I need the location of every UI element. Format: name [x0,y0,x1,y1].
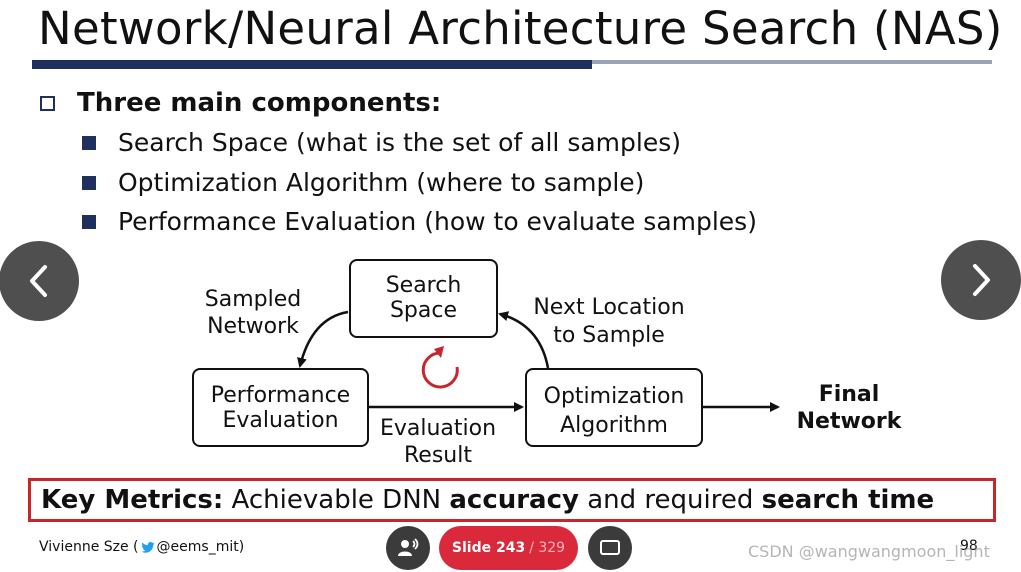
evaluation-line2: Result [404,443,472,468]
final-line1: Final [818,382,880,407]
bullet-item: Optimization Algorithm (where to sample) [82,168,644,197]
previous-slide-button[interactable] [0,241,79,321]
key-metrics-search-time: search time [761,485,935,515]
square-bullet-icon [82,175,96,190]
optimization-algorithm-box [525,368,703,447]
sampled-line1: Sampled [204,287,302,312]
fullscreen-button[interactable] [588,526,632,570]
search-space-line1: Search [385,273,462,298]
final-line2: Network [796,409,902,434]
screen-icon [600,540,620,555]
optimization-algorithm-label: Optimization Algorithm [525,382,703,440]
bullet-text: Performance Evaluation (how to evaluate … [118,207,757,236]
square-bullet-icon [82,214,96,229]
final-network-label: Final Network [790,381,908,435]
next-location-line2: to Sample [553,323,665,348]
speaker-icon [398,538,419,556]
cycle-icon [421,346,459,389]
twitter-handle: @eems_mit) [156,539,245,555]
next-location-line1: Next Location [533,295,685,320]
square-bullet-icon [82,135,96,150]
heading-bullet: Three main components: [40,88,441,118]
title-underline [32,60,592,69]
chevron-left-icon [30,265,47,297]
optimization-line2: Algorithm [560,413,668,438]
bullet-item: Performance Evaluation (how to evaluate … [82,207,757,236]
narration-button[interactable] [386,526,430,570]
bullet-text: Search Space (what is the set of all sam… [118,128,682,157]
optimization-line1: Optimization [543,384,685,409]
footer-author: Vivienne Sze ( @eems_mit) [39,539,244,555]
bullet-text: Optimization Algorithm (where to sample) [118,168,645,197]
search-space-line2: Space [389,298,458,323]
csdn-watermark: CSDN @wangwangmoon_light [748,542,990,561]
arrow-next-location [498,311,550,369]
next-location-label: Next Location to Sample [527,294,691,350]
hollow-square-bullet-icon [40,95,55,111]
key-metrics-box: Key Metrics: Achievable DNN accuracy and… [28,478,996,522]
page-number: 98 [960,538,978,554]
chevron-right-icon [973,264,990,296]
arrow-sampled-network [297,310,349,368]
evaluation-result-label: Evaluation Result [376,415,500,469]
key-metrics-accuracy: accuracy [449,485,579,515]
bullet-item: Search Space (what is the set of all sam… [82,128,681,157]
next-slide-button[interactable] [941,240,1021,320]
performance-evaluation-label: Performance Evaluation [192,383,369,433]
performance-line2: Evaluation [222,408,339,433]
key-metrics-text1: Achievable DNN [223,485,450,515]
sampled-network-label: Sampled Network [193,286,313,340]
evaluation-line1: Evaluation [379,416,497,441]
slide-counter-button[interactable]: Slide 243 / 329 [439,526,578,570]
slide-current: Slide 243 [451,540,526,556]
performance-line1: Performance [210,383,351,408]
key-metrics-label: Key Metrics: [41,485,224,515]
components-heading: Three main components: [77,88,442,118]
search-space-box [349,259,498,338]
slide-title: Network/Neural Architecture Search (NAS) [38,2,1003,55]
twitter-bird-icon [140,541,155,553]
author-name: Vivienne Sze ( [39,539,139,555]
slide-total: / 329 [529,540,566,556]
search-space-label: Search Space [349,273,498,323]
performance-evaluation-box [192,368,369,447]
title-underline-light [592,60,992,64]
key-metrics-text2: and required [578,485,762,515]
sampled-line2: Network [207,314,299,339]
